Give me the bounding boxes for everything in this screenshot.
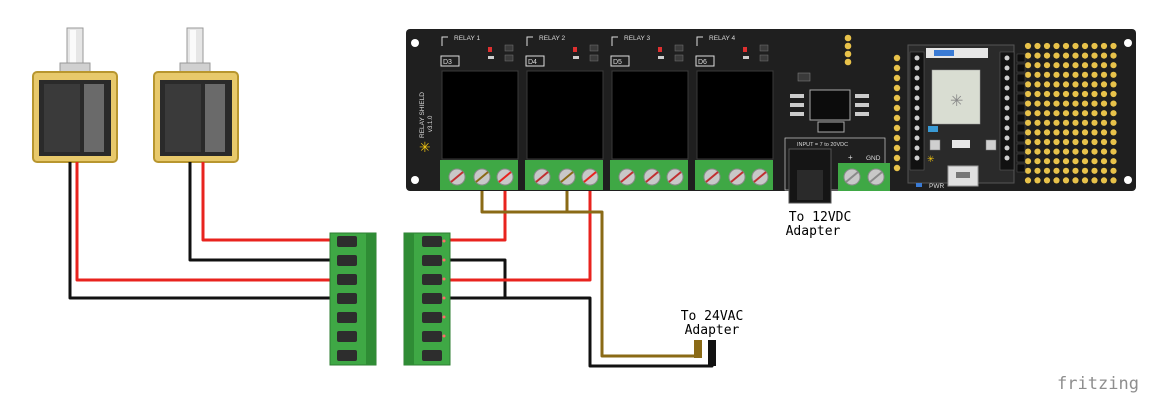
wire-black-valve2	[188, 162, 340, 262]
relay-1-pin: D3	[443, 59, 452, 66]
terminal-block-right	[403, 232, 451, 366]
gnd-label: GND	[866, 155, 881, 162]
relay-2-label: RELAY 2	[539, 35, 566, 42]
proto-grid	[1016, 42, 1117, 184]
relay-2	[526, 70, 604, 160]
dc-adapter-caption-line1: To 12VDC	[789, 210, 852, 225]
relay-4-label: RELAY 4	[709, 35, 736, 42]
ac-lead-brown	[694, 340, 702, 358]
board-screw-terminals	[440, 160, 773, 190]
fritzing-watermark: fritzing	[1057, 374, 1139, 394]
relay-3	[611, 70, 689, 160]
relay-4	[696, 70, 774, 160]
ac-adapter-caption-line1: To 24VAC	[681, 309, 744, 324]
input-voltage-label: INPUT = 7 to 20VDC	[797, 142, 848, 148]
wire-black-valve1	[68, 162, 340, 300]
relay-1-label: RELAY 1	[454, 35, 481, 42]
ac-lead-black	[708, 340, 716, 366]
relay-2-pin: D4	[528, 59, 537, 66]
wire-red-valve2	[201, 162, 340, 242]
relay-3-label: RELAY 3	[624, 35, 651, 42]
shield-name: RELAY SHIELD	[419, 92, 426, 138]
wire-brown-ac	[567, 210, 700, 358]
relay-4-pin: D6	[698, 59, 707, 66]
relay-shield-board: RELAY 1 RELAY 2 RELAY 3 RELAY 4 D3 D4 D5…	[406, 29, 1136, 204]
terminal-block-left	[329, 232, 377, 366]
relay-3-pin: D5	[613, 59, 622, 66]
wifi-module-icon: ✳	[950, 91, 963, 110]
wires	[68, 162, 714, 368]
wire-red-relay1	[432, 178, 507, 242]
spark-logo-icon: ✳	[419, 140, 431, 156]
dc-adapter-caption-line2: Adapter	[786, 224, 841, 239]
pwr-label: PWR	[929, 183, 944, 190]
wire-red-valve1	[75, 162, 340, 282]
shield-version: v3.1.0	[428, 115, 434, 132]
wire-brown-common	[480, 178, 569, 214]
plus-label: +	[848, 153, 853, 162]
ac-adapter-caption-line2: Adapter	[685, 323, 740, 338]
solenoid-valve-1	[32, 27, 118, 163]
relay-1	[441, 70, 519, 160]
solenoid-valve-2	[153, 27, 239, 163]
photon-logo-icon: ✳	[927, 155, 935, 165]
